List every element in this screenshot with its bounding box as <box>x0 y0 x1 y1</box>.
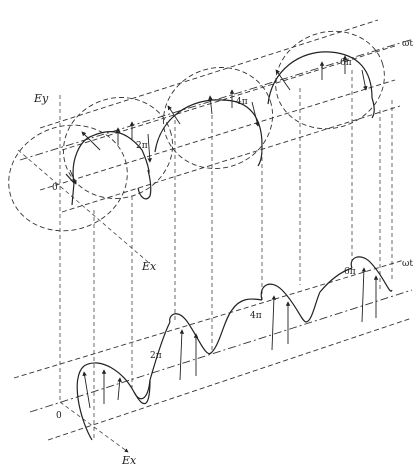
plane-bottom-edge <box>47 317 413 441</box>
cylinder-cap-right <box>275 30 385 130</box>
waveform-2d <box>13 256 413 453</box>
e-vectors-2d <box>82 267 379 409</box>
cylinder-cap-mid1 <box>63 97 173 199</box>
helix-3d-back <box>137 97 375 200</box>
label-2pi-bottom: 2π <box>150 351 162 361</box>
cylinder-top-edge <box>39 19 379 129</box>
label-2pi-top: 2π <box>136 141 148 151</box>
propagation-axis-bottom <box>29 289 413 413</box>
cylinder-lower-edge <box>39 79 396 191</box>
label-ex-bottom: Ex <box>121 454 137 467</box>
sine-wave-troughs <box>133 267 353 400</box>
label-4pi-top: 4π <box>236 97 248 107</box>
label-omega-bottom: ωt <box>402 259 413 269</box>
label-6pi-bottom: 6π <box>344 267 356 277</box>
label-omega-top: ωt <box>402 39 413 49</box>
plane-top-edge <box>13 259 405 379</box>
e-vectors-3d <box>69 55 368 185</box>
label-4pi-bottom: 4π <box>250 311 262 321</box>
cylinder-bottom-edge <box>61 105 401 213</box>
cylinder-cap-left <box>8 124 128 232</box>
ex-axis-bottom <box>59 401 129 453</box>
helix-3d <box>72 51 373 184</box>
label-6pi-top: 6π <box>340 58 352 68</box>
label-origin-top: 0 <box>52 183 58 193</box>
label-origin-bottom: 0 <box>56 411 62 421</box>
label-ex-mid: Ex <box>141 260 157 273</box>
projection-lines <box>93 70 393 440</box>
cylinder-3d <box>8 19 411 402</box>
sine-wave <box>76 256 393 441</box>
label-ey: Ey <box>33 92 49 105</box>
cylinder-cap-mid2 <box>163 67 273 169</box>
ex-axis-top <box>17 149 149 263</box>
